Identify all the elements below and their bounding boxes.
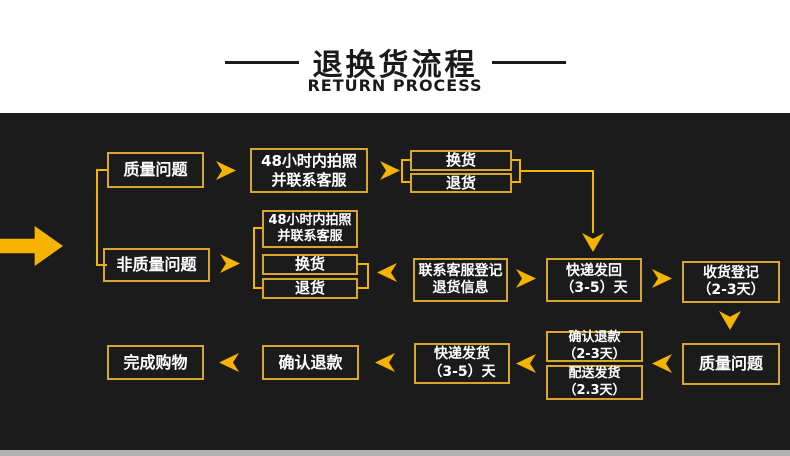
- page-title: 退换货流程: [312, 48, 478, 83]
- express-ship-box: 快递发货 （3-5）天: [414, 343, 510, 384]
- confirm-refund-box: 确认退款: [262, 345, 359, 380]
- contact-service-register-box: 联系客服登记 退货信息: [413, 258, 508, 302]
- photo-48h-box-2: 48小时内拍照 并联系客服: [262, 210, 358, 248]
- bracket-connector: [358, 263, 369, 289]
- non-quality-problem-box: 非质量问题: [103, 248, 210, 282]
- bracket-connector: [96, 169, 107, 266]
- receive-register-box: 收货登记 （2-3天）: [682, 261, 780, 303]
- refund-box-1: 退货: [410, 173, 512, 193]
- title-dash-left: [224, 60, 299, 64]
- page-subtitle: RETURN PROCESS: [307, 76, 483, 95]
- quality-check-box: 质量问题: [682, 343, 780, 385]
- express-return-box: 快递发回 （3-5）天: [546, 258, 642, 302]
- header: 退换货流程 RETURN PROCESS: [0, 0, 790, 113]
- title-dash-right: [491, 60, 566, 64]
- bracket-connector: [512, 159, 521, 183]
- exchange-box-2: 换货: [262, 254, 358, 275]
- confirm-refund-days-box: 确认退款 （2-3天）: [546, 330, 643, 362]
- title-row: 退换货流程: [0, 40, 790, 84]
- refund-box-2: 退货: [262, 278, 358, 299]
- complete-shopping-box: 完成购物: [107, 345, 204, 380]
- footer-strip: [0, 450, 790, 456]
- connector-line: [521, 170, 593, 172]
- exchange-box-1: 换货: [410, 150, 512, 171]
- photo-48h-box-1: 48小时内拍照 并联系客服: [250, 148, 368, 193]
- bracket-connector: [401, 159, 410, 183]
- delivery-ship-box: 配送发货 （2.3天）: [546, 365, 643, 400]
- bracket-connector: [253, 227, 262, 289]
- quality-problem-box: 质量问题: [107, 152, 204, 188]
- connector-line: [592, 170, 594, 233]
